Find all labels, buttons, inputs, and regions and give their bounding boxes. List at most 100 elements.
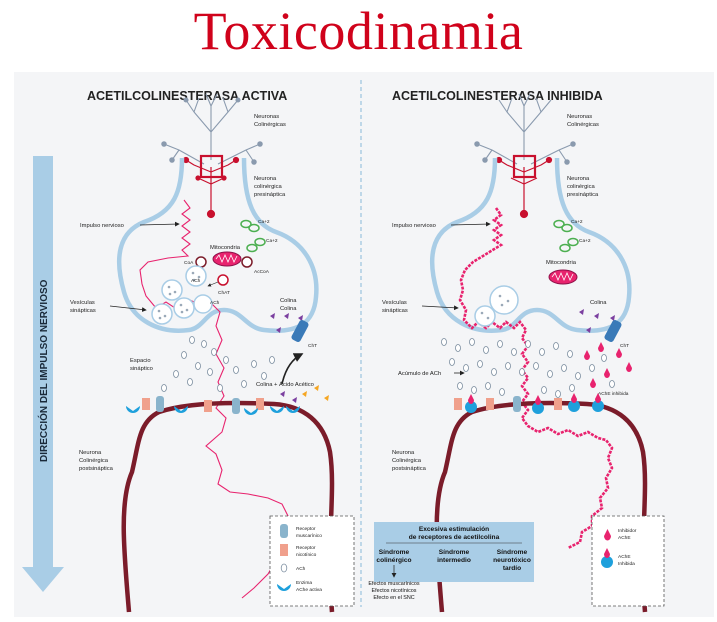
right-accumulated-ach-icons	[441, 338, 615, 398]
right-vesiculas-label-2: sinápticas	[382, 308, 408, 314]
left-acetilcoa-label: AcCoA	[254, 269, 270, 275]
left-post-label-3: postsináptica	[79, 466, 114, 472]
right-mitocondria-label: Mitocondria	[546, 260, 577, 266]
left-post-label-2: Colinérgica	[79, 458, 109, 464]
left-vesiculas-label-1: Vesículas	[70, 300, 95, 306]
right-cholinergic-neurons-icon	[474, 93, 576, 165]
right-colina-label: Colina	[590, 300, 607, 306]
box-col1-a: Síndrome	[379, 549, 410, 556]
legend-enzima-1: Enzima	[296, 580, 312, 586]
legend-enzima-2: AChe activa	[296, 587, 322, 593]
left-impulse-path	[139, 199, 291, 599]
left-colinergica-label: colinérgica	[254, 184, 282, 190]
left-cholinergic-neurons-icon	[161, 93, 263, 165]
right-red-neuron-icon	[495, 154, 553, 219]
left-ach-vesicle-label: ACh	[191, 278, 201, 284]
right-ache-inhibida-label: AChE inhibida	[598, 391, 629, 397]
left-calcium-channels-icon	[240, 219, 266, 253]
left-presinaptica-label: presináptica	[254, 192, 286, 198]
legend-ach: ACh	[296, 566, 306, 572]
left-red-neuron-icon	[182, 154, 240, 219]
legend-inhibidor-1: Inhibidor	[618, 528, 637, 534]
left-neuronas-label: Neuronas	[254, 114, 279, 120]
right-ca-label-1: Ca+2	[571, 219, 583, 225]
left-cht-transporter-icon	[291, 319, 309, 343]
box-col2-a: Síndrome	[439, 549, 470, 556]
left-receptor-icons	[142, 396, 264, 414]
legend-inhibitor-icon	[604, 529, 611, 541]
left-colina-label-2: Colina	[280, 306, 297, 312]
left-post-label-1: Neurona	[79, 450, 102, 456]
right-inhibitor-icons	[584, 342, 632, 388]
box-effect-1: Efectos muscarínicos	[368, 581, 420, 587]
right-mitochondria-icon	[548, 269, 578, 285]
left-neurona-label: Neurona	[254, 176, 277, 182]
right-impulse-path	[458, 207, 614, 550]
left-cht-label: ChT	[308, 343, 317, 349]
right-post-label-3: postsináptica	[392, 466, 427, 472]
right-impulso-label: Impulso nervioso	[392, 223, 436, 229]
left-presynaptic-membrane	[116, 157, 319, 333]
left-synaptic-ach-icons	[161, 336, 275, 392]
right-cht-label: ChT	[620, 343, 629, 349]
left-espacio-label-2: sináptico	[130, 366, 153, 372]
impulse-direction-arrow: DIRECCIÓN DEL IMPULSO NERVIOSO	[22, 156, 64, 592]
legend-inhibidor-2: AChE	[618, 535, 631, 541]
right-colinergica-label: colinérgica	[567, 184, 595, 190]
diagram-panel: ACETILCOLINESTERASA ACTIVA ACETILCOLINES…	[14, 72, 714, 617]
legend-nicotinico-2: nicotínico	[296, 552, 317, 558]
right-acumulo-label: Acúmulo de ACh	[398, 371, 441, 377]
legend-muscarinico-1: Receptor	[296, 526, 316, 532]
legend-muscarinico-2: muscarínico	[296, 533, 322, 539]
legend-enzyme-icon	[277, 584, 291, 591]
left-panel: Neuronas Colinérgicas Neurona colinérgic…	[70, 93, 355, 613]
legend-muscarinic-icon	[280, 524, 288, 538]
legend-ache-1: AChE	[618, 554, 631, 560]
toxicodynamics-diagram: ACETILCOLINESTERASA ACTIVA ACETILCOLINES…	[22, 80, 665, 613]
left-synaptic-vesicles-icon	[151, 265, 213, 325]
right-colinergicas-label: Colinérgicas	[567, 122, 599, 128]
left-mitochondria-icon	[212, 251, 242, 267]
right-legend: Inhibidor AChE AChE Inhibida	[591, 515, 665, 607]
box-title-2: de receptores de acetilcolina	[409, 534, 500, 541]
legend-ach-icon	[280, 563, 288, 573]
left-ache-enzyme-icons	[126, 406, 300, 415]
right-synaptic-vesicles-icon	[474, 285, 519, 327]
left-chat-label: ChAT	[218, 290, 230, 296]
left-ca-label-2: Ca+2	[266, 238, 278, 244]
left-impulso-label: Impulso nervioso	[80, 223, 124, 229]
right-inhibited-ache-icons	[465, 393, 604, 414]
legend-nicotinico-1: Receptor	[296, 545, 316, 551]
left-espacio-label-1: Espacio	[130, 358, 151, 364]
right-cht-transporter-icon	[604, 319, 622, 343]
right-ca-label-2: Ca+2	[579, 238, 591, 244]
right-choline-icons	[579, 309, 615, 333]
arrow-label: DIRECCIÓN DEL IMPULSO NERVIOSO	[37, 279, 50, 462]
box-effect-2: Efectos nicotínicos	[372, 588, 417, 594]
right-post-label-1: Neurona	[392, 450, 415, 456]
left-colina-acido-label: Colina + Ácido Acético	[256, 381, 314, 388]
left-postsynaptic-membrane	[121, 400, 335, 613]
box-col3-b: neurotóxico	[493, 557, 531, 564]
box-effect-3: Efecto en el SNC	[373, 595, 414, 601]
box-title-1: Excesiva estimulación	[419, 526, 489, 533]
right-presynaptic-membrane	[429, 157, 632, 333]
legend-nicotinic-icon	[280, 544, 288, 556]
page-title: Toxicodinamia	[193, 1, 524, 61]
right-presinaptica-label: presináptica	[567, 192, 599, 198]
box-col2-b: intermedio	[437, 557, 471, 564]
stimulation-effects-box: Excesiva estimulación de receptores de a…	[374, 522, 534, 582]
right-panel: Neuronas Colinérgicas Neurona colinérgic…	[368, 93, 665, 613]
left-mitocondria-label: Mitocondria	[210, 245, 241, 251]
left-legend: Receptor muscarínico Receptor nicotínico…	[269, 515, 355, 607]
right-neuronas-label: Neuronas	[567, 114, 592, 120]
left-ca-label-1: Ca+2	[258, 219, 270, 225]
right-post-label-2: Colinérgica	[392, 458, 422, 464]
left-ach-label: ACh	[210, 300, 220, 306]
left-colina-label-1: Colina	[280, 298, 297, 304]
legend-ache-2: Inhibida	[618, 561, 635, 567]
right-calcium-channels-icon	[553, 219, 579, 253]
left-chat-icon	[217, 274, 229, 286]
left-acetilcoa-icon	[241, 256, 253, 268]
box-col3-c: tardío	[503, 565, 521, 572]
